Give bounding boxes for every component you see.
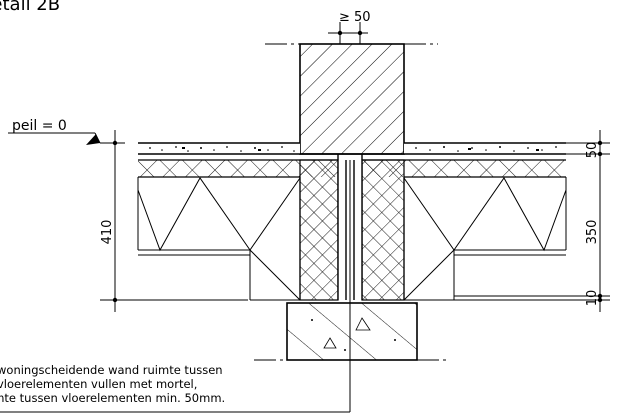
- level-label: peil = 0: [12, 118, 67, 134]
- note-line-1: woningscheidende wand ruimte tussen: [0, 363, 223, 377]
- wall-core: [299, 154, 405, 301]
- floor-band: [138, 159, 566, 178]
- level-arrow-icon: [86, 134, 100, 145]
- bottom-gap-dimension-label: 10: [585, 290, 600, 307]
- height-dimension-left: 410: [100, 130, 248, 312]
- drawing-title: detail 2B: [0, 0, 60, 15]
- topping-layer: [138, 142, 566, 155]
- gap-dimension: ≥ 50: [328, 10, 371, 44]
- annotation-leader: [0, 160, 351, 413]
- height-dimensions-right: 50 350 10: [454, 130, 610, 312]
- gap-dimension-label: ≥ 50: [339, 10, 371, 25]
- note-line-3: ruimte tussen vloerelementen min. 50mm.: [0, 391, 225, 405]
- annotation-note: woningscheidende wand ruimte tussen vloe…: [0, 363, 225, 405]
- lower-beam: [254, 302, 450, 361]
- note-line-2: vloerelementen vullen met mortel,: [0, 377, 197, 391]
- level-indicator: peil = 0: [8, 118, 125, 146]
- topping-dimension-label: 50: [585, 142, 600, 159]
- floor-element-left: [137, 177, 301, 301]
- height-dimension-label: 410: [100, 220, 115, 245]
- floor-element-dimension-label: 350: [585, 220, 600, 245]
- upper-wall: [265, 43, 438, 155]
- floor-element-right: [403, 177, 567, 301]
